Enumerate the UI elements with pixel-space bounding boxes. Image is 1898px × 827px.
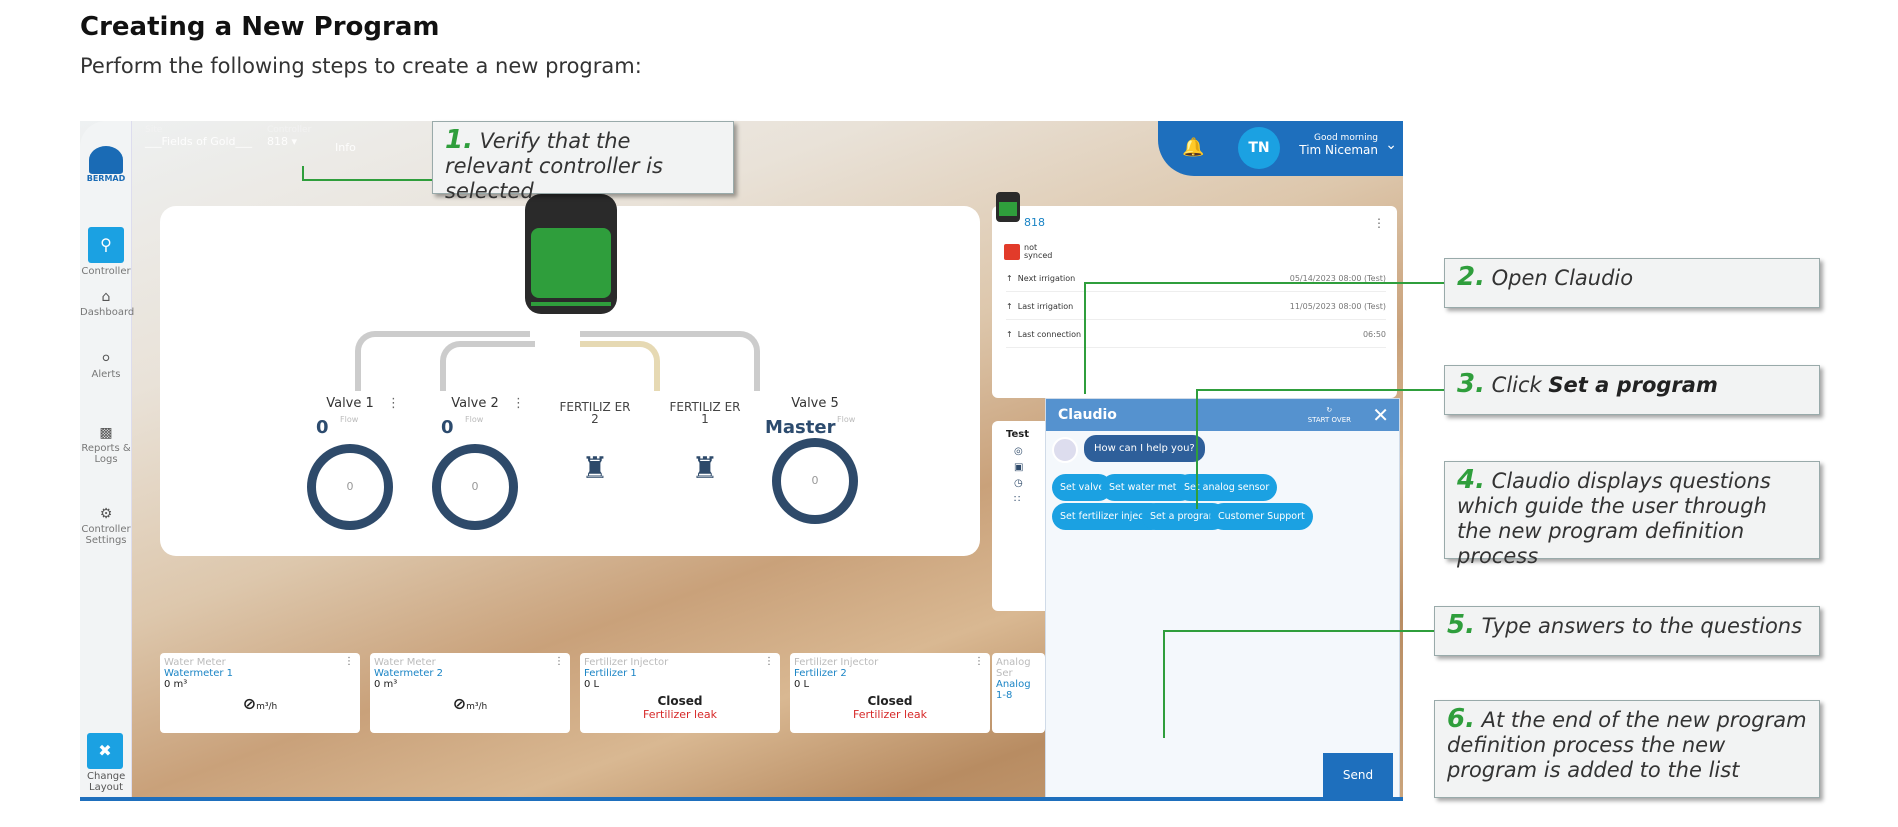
doc-subtitle: Perform the following steps to create a … (80, 54, 642, 78)
paint-bucket-icon[interactable]: ♜ (691, 451, 719, 486)
bell-icon: ⚪ (100, 351, 112, 367)
paint-bucket-icon[interactable]: ♜ (581, 451, 609, 486)
valve-5[interactable]: Valve 5 Master Flow 0 (765, 396, 865, 524)
sidebar: BERMAD ⚲ Controller ⌂ Dashboard ⚪ Alerts… (80, 121, 135, 797)
callout-step-3: 3. Click Set a program (1444, 365, 1820, 415)
user-menu[interactable]: 🔔 TN Good morning Tim Niceman ⌄ (1158, 121, 1403, 176)
user-name: Tim Niceman (1299, 143, 1378, 157)
sidebar-item-controller[interactable]: ⚲ Controller (80, 227, 132, 277)
valve-gauge: 0 (772, 438, 858, 524)
controller-diagram-card: Valve 1⋮ 0 Flow 0 Valve 2⋮ 0 Flow 0 FERT… (160, 194, 980, 556)
more-icon: ⋮ (387, 396, 400, 411)
meter-icon: ⊘m³/h (242, 694, 278, 713)
test-title: Test (1006, 429, 1030, 440)
option-customer-support[interactable]: Customer Support (1210, 503, 1313, 530)
gear-icon: ⚙ (99, 506, 113, 522)
tools-icon: ✖ (87, 733, 123, 769)
callout-step-5: 5. Type answers to the questions (1434, 606, 1820, 656)
meter-icon: ⊘m³/h (452, 694, 488, 713)
not-synced-icon (1004, 244, 1020, 260)
controller-thumbnail (996, 192, 1020, 222)
claudio-avatar (1052, 437, 1078, 463)
option-set-analog-sensor[interactable]: Set analog sensor (1176, 474, 1278, 501)
app-screenshot: BERMAD ⚲ Controller ⌂ Dashboard ⚪ Alerts… (80, 121, 1403, 801)
chart-icon: ▩ (99, 425, 113, 441)
fertilizer-1-label: FERTILIZ ER 1 (669, 400, 741, 426)
home-icon: ⌂ (101, 289, 111, 305)
info-link[interactable]: Info (335, 141, 356, 154)
callout-step-6: 6. At the end of the new program definit… (1434, 700, 1820, 798)
chevron-down-icon: ▾ (291, 135, 298, 148)
callout-step-2: 2. Open Claudio (1444, 258, 1820, 308)
chat-message: How can I help you? (1084, 435, 1205, 462)
more-icon: ⋮ (344, 656, 354, 667)
sidebar-item-reports[interactable]: ▩ Reports & Logs (80, 425, 132, 465)
test-program-card: Test ◎▣◷∷ (992, 421, 1052, 611)
more-icon: ⋮ (764, 656, 774, 667)
program-icons: ◎▣◷∷ (1014, 446, 1024, 505)
claudio-chat-panel: Claudio ↻START OVER ✕ How can I help you… (1045, 398, 1400, 797)
controller-icon: ⚲ (88, 227, 124, 263)
sidebar-item-dashboard[interactable]: ⌂ Dashboard (80, 289, 135, 318)
sidebar-item-alerts[interactable]: ⚪ Alerts (80, 351, 132, 380)
more-icon[interactable]: ⋮ (1373, 216, 1385, 230)
notification-bell-icon[interactable]: 🔔 (1182, 137, 1205, 158)
sidebar-item-label: Controller Settings (81, 524, 131, 546)
site-selector[interactable]: Site ___Fields of Gold___ (145, 125, 253, 148)
change-layout-button[interactable]: ✖ Change Layout (87, 733, 125, 793)
send-button[interactable]: Send (1323, 753, 1393, 797)
greeting: Good morning (1314, 133, 1378, 143)
bermad-logo: BERMAD (85, 146, 127, 192)
chevron-down-icon[interactable]: ⌄ (1385, 137, 1397, 153)
more-icon: ⋮ (554, 656, 564, 667)
valve-gauge: 0 (432, 444, 518, 530)
callout-step-4: 4. Claudio displays questions which guid… (1444, 461, 1820, 568)
controller-selector[interactable]: Controller 818 ▾ (267, 125, 312, 148)
start-over-button[interactable]: ↻START OVER (1307, 406, 1351, 424)
controller-device-image (525, 194, 617, 314)
valve-1[interactable]: Valve 1⋮ 0 Flow 0 (300, 396, 400, 530)
close-icon[interactable]: ✕ (1372, 403, 1389, 427)
sidebar-item-label: Controller (81, 266, 131, 277)
sidebar-item-label: Alerts (91, 369, 121, 380)
chat-title: Claudio (1058, 407, 1117, 423)
controller-id[interactable]: 818 (1024, 216, 1045, 229)
sync-status: not synced (1024, 243, 1053, 260)
more-icon: ⋮ (974, 656, 984, 667)
fertilizer-2-label: FERTILIZ ER 2 (559, 400, 631, 426)
sidebar-item-settings[interactable]: ⚙ Controller Settings (80, 506, 132, 546)
doc-title: Creating a New Program (80, 12, 440, 42)
avatar[interactable]: TN (1238, 127, 1280, 169)
sidebar-item-label: Dashboard (80, 307, 135, 318)
more-icon: ⋮ (512, 396, 525, 411)
valve-gauge: 0 (307, 444, 393, 530)
valve-2[interactable]: Valve 2⋮ 0 Flow 0 (425, 396, 525, 530)
callout-step-1: 1. Verify that the relevant controller i… (432, 121, 734, 203)
sidebar-item-label: Reports & Logs (81, 443, 131, 465)
